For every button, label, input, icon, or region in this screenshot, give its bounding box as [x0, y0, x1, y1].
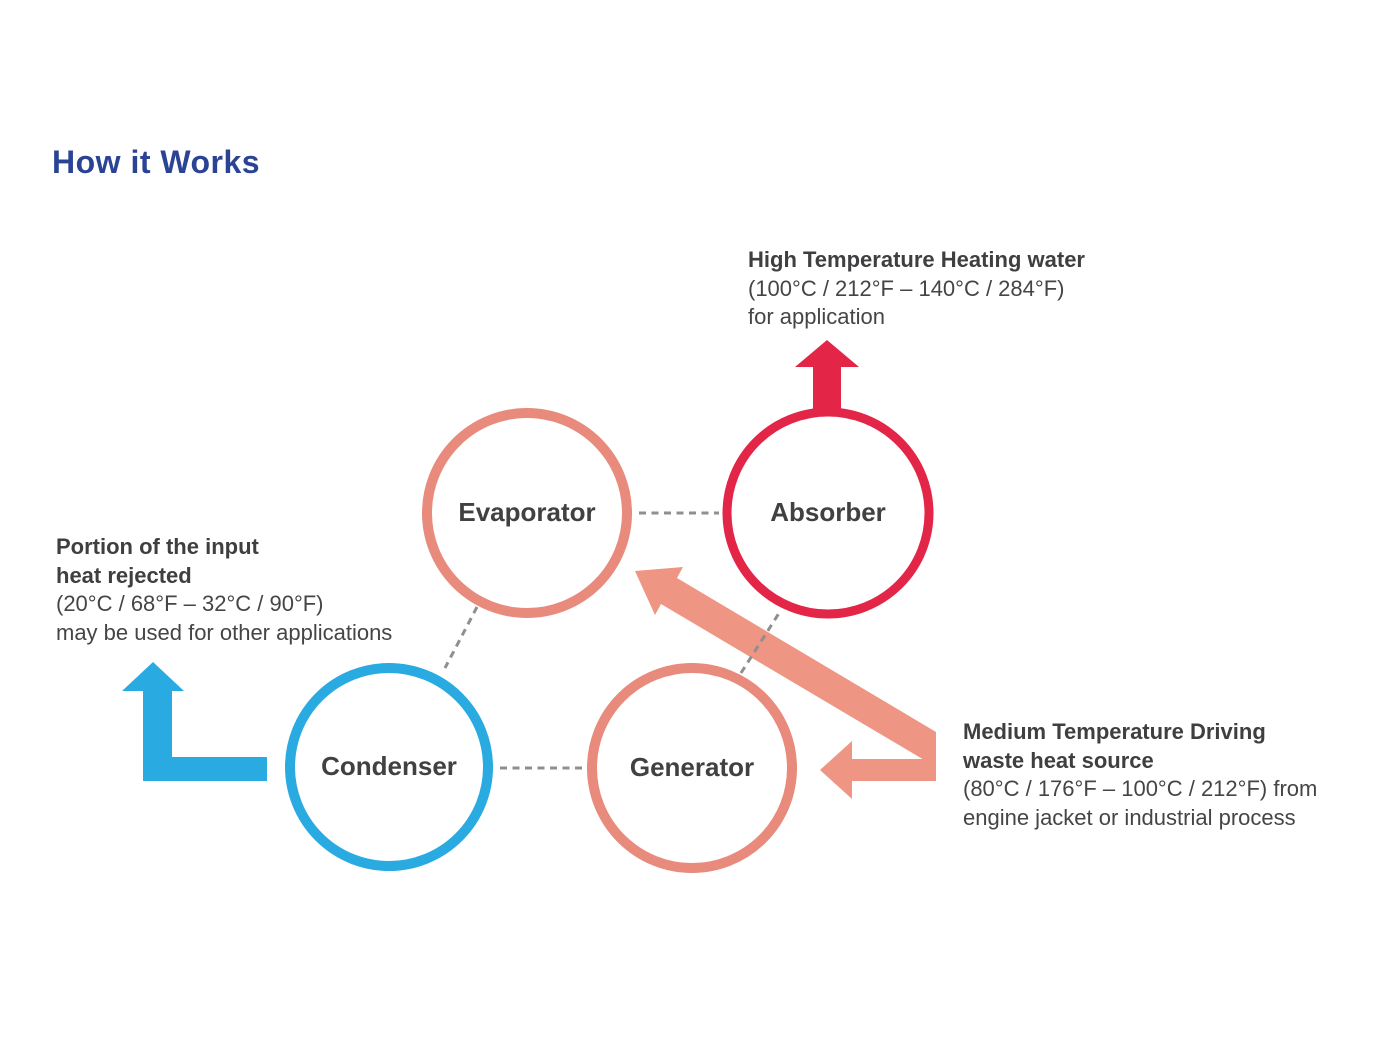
annotation-high-temp-range: (100°C / 212°F – 140°C / 284°F)	[748, 275, 1065, 301]
condenser-label: Condenser	[321, 751, 457, 781]
annotation-heat-rejected-title-line2: heat rejected	[56, 562, 192, 588]
waste-heat-diagonal-arrow-icon	[635, 567, 936, 767]
waste-heat-horizontal-arrow-icon	[820, 741, 936, 799]
absorber-circle	[722, 407, 934, 619]
evaporator-label: Evaporator	[458, 497, 596, 527]
annotation-medium-temp-range: (80°C / 176°F – 100°C / 212°F) from	[963, 776, 1318, 801]
annotation-heat-rejected-title-line1: Portion of the input	[56, 534, 259, 559]
edge-evaporator-condenser	[443, 606, 479, 669]
annotation-heat-rejected-use: may be used for other applications	[56, 619, 393, 645]
dashed-connectors	[443, 511, 783, 770]
annotation-medium-temp-title-line1: Medium Temperature Driving	[963, 719, 1266, 744]
page-title: How it Works	[52, 144, 261, 180]
annotation-high-temp-use: for application	[748, 304, 885, 329]
annotation-heat-rejected-range: (20°C / 68°F – 32°C / 90°F)	[56, 591, 324, 616]
generator-circle	[587, 663, 797, 873]
evaporator-circle	[422, 408, 632, 618]
annotation-heat-rejected: Portion of the input heat rejected (20°C…	[56, 533, 392, 647]
absorber-label: Absorber	[770, 497, 886, 527]
condenser-circle	[285, 663, 493, 871]
annotation-medium-temp: Medium Temperature Driving waste heat so…	[963, 718, 1317, 832]
absorber-heating-water-arrow-icon	[795, 340, 859, 416]
annotation-medium-temp-title-line2: waste heat source	[963, 747, 1154, 773]
generator-label: Generator	[629, 752, 755, 782]
annotation-high-temp: High Temperature Heating water (100°C / …	[748, 246, 1085, 332]
annotation-medium-temp-source: engine jacket or industrial process	[963, 804, 1296, 830]
annotation-high-temp-title: High Temperature Heating water	[748, 247, 1085, 272]
condenser-rejected-heat-arrow-icon	[122, 662, 267, 781]
